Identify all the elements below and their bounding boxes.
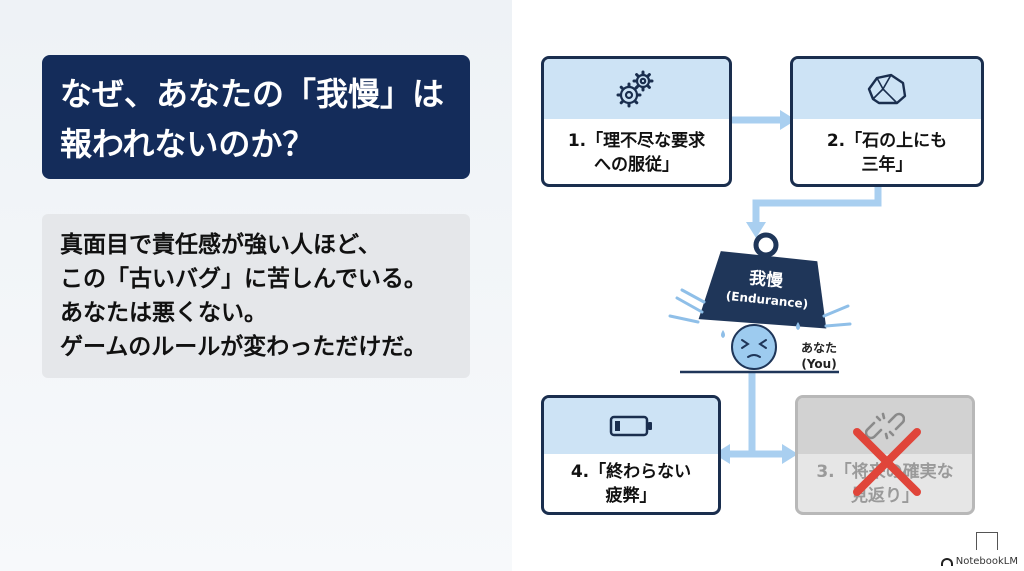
step-2-icon-band (793, 59, 981, 119)
strain-line-left-3 (680, 288, 706, 304)
notebooklm-logo-icon (940, 557, 953, 566)
step-4-icon-band (544, 398, 718, 454)
brand-name: NotebookLM (955, 556, 1018, 567)
flow-diagram: 1.「理不尽な要求 への服従」 2.「石の上にも 三年」 (512, 0, 1024, 571)
brand-watermark: NotebookLM (940, 556, 1018, 567)
person-mouth (747, 354, 761, 358)
arrow-step2-to-weight (752, 187, 882, 225)
stone-icon (867, 73, 907, 105)
person-face (731, 324, 777, 370)
step-3-line-2: 見返り」 (851, 486, 919, 506)
step-3-label: 3.「将来の確実な 見返り」 (798, 456, 972, 512)
step-2-label: 2.「石の上にも 三年」 (793, 121, 981, 184)
message-line-3: あなたは悪くない。 (60, 300, 267, 326)
strain-line-left-1 (675, 296, 704, 314)
arrowhead-step4 (714, 444, 730, 464)
message-box: 真面目で責任感が強い人ほど、 この「古いバグ」に苦しんでいる。 あなたは悪くない… (42, 214, 470, 378)
step-box-1: 1.「理不尽な要求 への服従」 (541, 56, 732, 187)
weight-ring (753, 232, 779, 258)
step-3-icon-band (798, 398, 972, 454)
person-label: あなた (You) (782, 340, 856, 372)
strain-line-right-1 (822, 304, 850, 318)
corner-frame-mark (976, 532, 998, 550)
step-1-icon-band (544, 59, 729, 119)
message-line-1: 真面目で責任感が強い人ほど、 (60, 232, 381, 258)
message-line-2: この「古いバグ」に苦しんでいる。 (60, 266, 427, 292)
title-box: なぜ、あなたの「我慢」は 報われないのか？ (42, 55, 470, 179)
sweat-drop-left (721, 330, 725, 338)
step-4-label: 4.「終わらない 疲弊」 (544, 456, 718, 512)
step-2-line-1: 2.「石の上にも (826, 130, 948, 151)
step-box-4: 4.「終わらない 疲弊」 (541, 395, 721, 515)
step-box-2: 2.「石の上にも 三年」 (790, 56, 984, 187)
gears-icon (616, 70, 653, 108)
person-label-ja: あなた (800, 341, 837, 355)
low-battery-icon (609, 415, 652, 437)
arrowhead-step3 (782, 444, 798, 464)
arrowhead-step2 (780, 110, 796, 130)
person-eye-left (741, 339, 750, 349)
title-line-2: 報われないのか？ (60, 125, 315, 163)
strain-line-left-2 (668, 314, 700, 324)
step-4-line-1: 4.「終わらない (570, 462, 692, 482)
message-line-4: ゲームのルールが変わっただけだ。 (60, 334, 427, 360)
cross-mark-icon (853, 428, 921, 496)
person-label-en: (You) (801, 357, 837, 371)
step-1-line-1: 1.「理不尽な要求 (567, 130, 706, 151)
weight-illustration (668, 232, 852, 374)
step-4-line-2: 疲弊」 (605, 486, 657, 506)
step-1-line-2: への服従」 (594, 154, 679, 175)
arrowhead-weight (746, 222, 766, 238)
step-3-line-1: 3.「将来の確実な (816, 462, 954, 482)
sweat-drop-right (796, 322, 800, 330)
weight-body (698, 251, 827, 329)
strain-line-right-2 (824, 322, 852, 328)
step-2-line-2: 三年」 (861, 154, 913, 175)
left-panel: なぜ、あなたの「我慢」は 報われないのか？ 真面目で責任感が強い人ほど、 この「… (0, 0, 512, 571)
title-line-1: なぜ、あなたの「我慢」は (60, 75, 445, 113)
broken-link-icon (865, 412, 905, 440)
connector-arrows (714, 110, 882, 464)
step-1-label: 1.「理不尽な要求 への服従」 (544, 121, 729, 184)
person-eye-right (758, 339, 767, 349)
